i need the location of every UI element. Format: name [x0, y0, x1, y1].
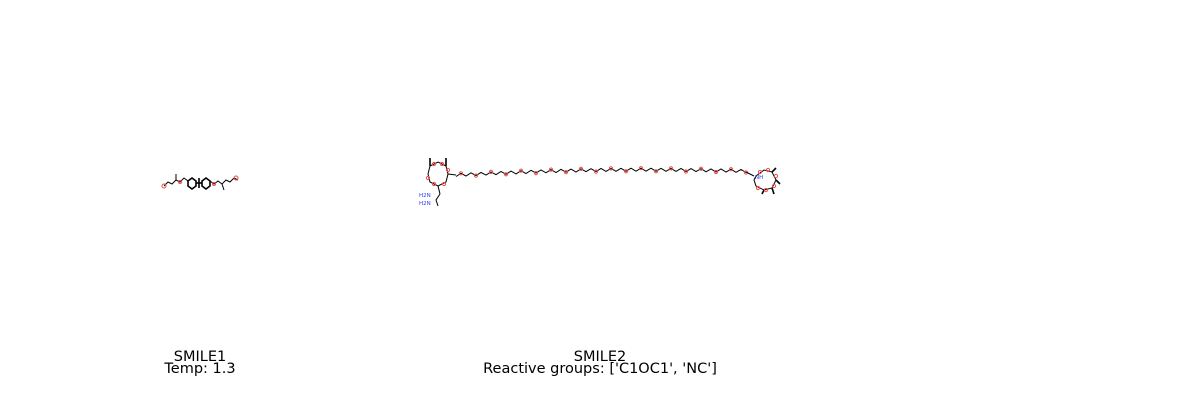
oxygen-atom [728, 167, 734, 172]
oxygen-atom [503, 172, 509, 177]
oxygen-atom [638, 166, 644, 171]
oxygen-atom [683, 169, 689, 174]
oxygen-atom [473, 173, 479, 178]
oxygen-atom [563, 170, 569, 175]
caption-title: SMILE2 [573, 349, 627, 365]
molecule-panel-smile1: SMILE1 Temp: 1.3 [0, 0, 400, 400]
oxygen-atom [623, 169, 629, 174]
oxygen-atom [488, 169, 494, 174]
oxygen-atom [668, 166, 674, 171]
caption-subtitle: Reactive groups: ['C1OC1', 'NC'] [483, 361, 717, 377]
molecule-drawing-smile1 [161, 174, 239, 191]
molecule-panel-empty [800, 0, 1200, 400]
caption-subtitle: Temp: 1.3 [164, 361, 236, 377]
oxygen-atom [518, 168, 524, 173]
amine-label-3: NH [755, 175, 763, 181]
oxygen-atom [653, 169, 659, 174]
molecule-drawing-smile2: H2N H2N NH [419, 158, 781, 207]
oxygen-atom [713, 169, 719, 175]
oxygen-atom [698, 166, 704, 171]
oxygen-atom [593, 169, 599, 174]
oxygen-atom [458, 171, 464, 176]
oxygen-atom [533, 171, 539, 176]
oxygen-atom [548, 167, 554, 172]
amine-label: H2N [419, 193, 431, 199]
oxygen-atom [608, 166, 614, 171]
molecule-panel-smile2: H2N H2N NH SMILE2 Reactive groups: ['C1O… [400, 0, 800, 400]
amine-label-2: H2N [419, 201, 431, 207]
caption-title: SMILE1 [173, 349, 227, 365]
oxygen-atom [578, 166, 584, 171]
